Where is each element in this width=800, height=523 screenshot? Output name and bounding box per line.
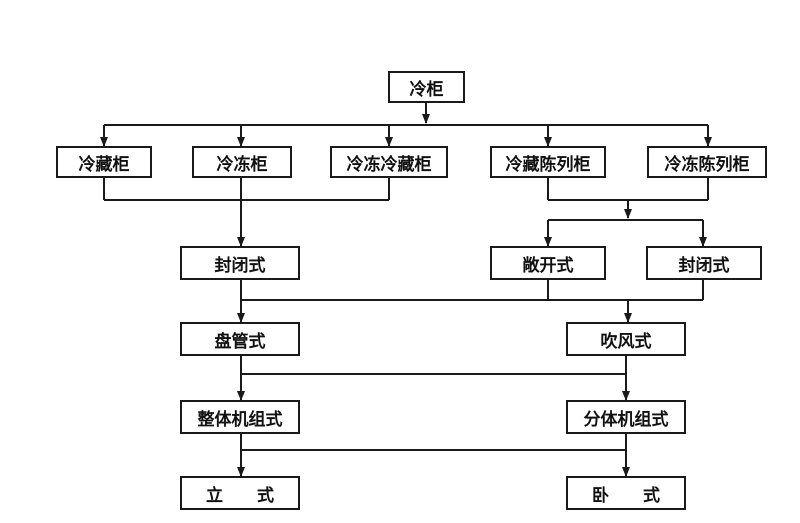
node-evaporator-right: 吹风式 <box>566 322 686 356</box>
node-type-3: 冷冻冷藏柜 <box>330 146 448 178</box>
node-form-right: 卧 式 <box>566 476 686 510</box>
node-right-enclosure-2: 封闭式 <box>646 246 762 280</box>
node-evaporator-left: 盘管式 <box>180 322 300 356</box>
node-type-5: 冷冻陈列柜 <box>647 146 767 178</box>
node-unit-left: 整体机组式 <box>180 400 300 434</box>
node-right-enclosure-1: 敞开式 <box>490 246 606 280</box>
node-type-1: 冷藏柜 <box>56 146 152 178</box>
node-form-left: 立 式 <box>180 476 300 510</box>
node-unit-right: 分体机组式 <box>566 400 686 434</box>
node-type-2: 冷冻柜 <box>192 146 292 178</box>
node-type-4: 冷藏陈列柜 <box>490 146 606 178</box>
root-node: 冷柜 <box>388 71 465 103</box>
node-left-enclosure: 封闭式 <box>180 246 300 280</box>
